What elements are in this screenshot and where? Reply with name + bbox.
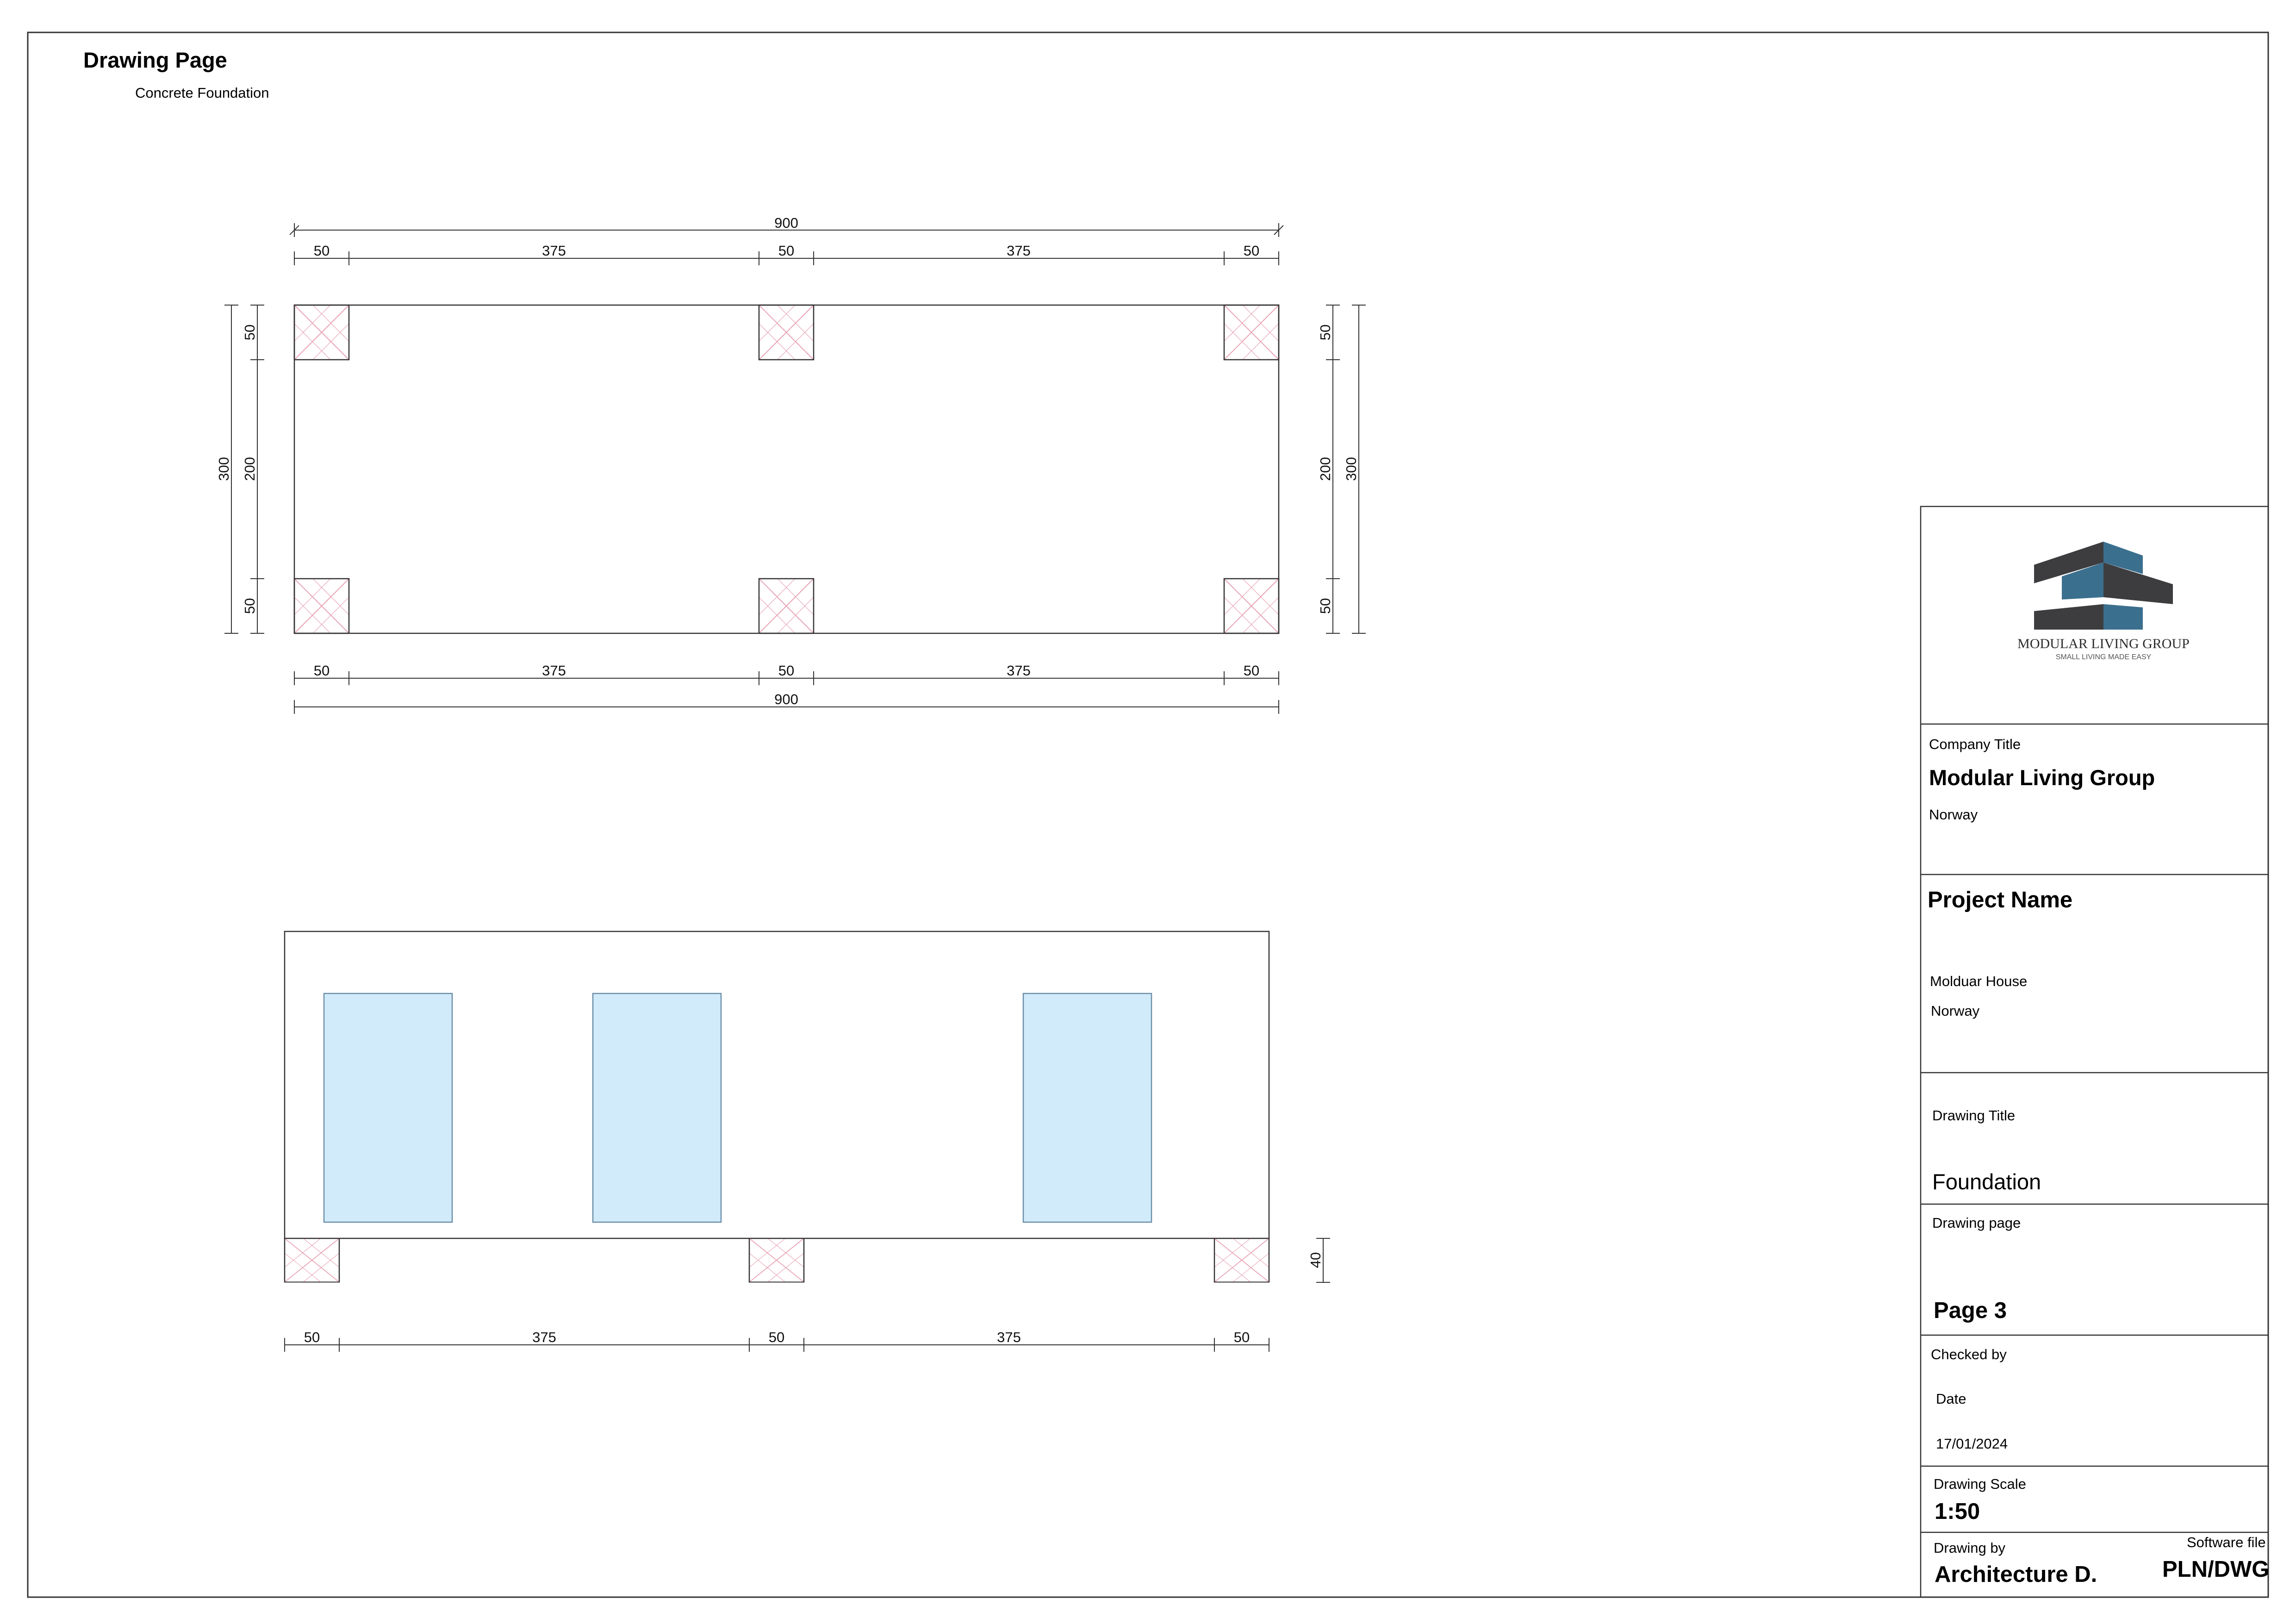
dim-elev-seg: 50 xyxy=(1234,1329,1250,1345)
pier xyxy=(1223,304,1280,361)
pier xyxy=(1223,578,1280,634)
pier xyxy=(758,304,815,361)
drawing-page: Page 3 xyxy=(1934,1298,2007,1323)
foundation-outline xyxy=(293,304,1280,634)
drawing-by: Architecture D. xyxy=(1935,1562,2097,1587)
dim-elev-seg: 375 xyxy=(997,1329,1021,1345)
dim-right-seg: 50 xyxy=(1317,325,1333,340)
drawing-title: Foundation xyxy=(1932,1169,2041,1194)
project-name: Molduar House xyxy=(1930,973,2028,989)
page-subtitle: Concrete Foundation xyxy=(135,85,269,101)
drawing-scale-label: Drawing Scale xyxy=(1934,1476,2026,1492)
logo-wordmark: MODULAR LIVING GROUP xyxy=(2017,636,2190,651)
window xyxy=(323,993,453,1223)
dim-right-total: 300 xyxy=(1343,457,1359,481)
elevation-dimension-labels: 40 50 375 50 375 50 xyxy=(304,1252,1324,1345)
page-title: Drawing Page xyxy=(83,48,227,72)
company-location: Norway xyxy=(1929,806,1978,823)
project-name-label: Project Name xyxy=(1928,887,2073,912)
plan-dimension-labels: 900 50 375 50 375 50 50 375 50 375 50 90… xyxy=(216,215,1359,707)
pier xyxy=(293,578,350,634)
dim-elev-seg: 50 xyxy=(769,1329,784,1345)
pier xyxy=(1213,1237,1270,1283)
company-name: Modular Living Group xyxy=(1929,765,2155,790)
dim-left-seg: 200 xyxy=(242,457,258,481)
drawing-title-label: Drawing Title xyxy=(1932,1107,2016,1124)
dim-top-seg: 50 xyxy=(1244,243,1259,259)
dim-bottom-total: 900 xyxy=(774,691,798,707)
plan-dimension-lines xyxy=(224,223,1366,714)
dim-bottom-seg: 50 xyxy=(778,662,794,679)
dim-top-seg: 50 xyxy=(314,243,330,259)
dim-elev-seg: 375 xyxy=(532,1329,556,1345)
dim-left-seg: 50 xyxy=(242,325,258,340)
dim-height: 40 xyxy=(1307,1252,1324,1268)
pier xyxy=(748,1237,805,1283)
pier xyxy=(758,578,815,634)
drawing-by-label: Drawing by xyxy=(1934,1540,2006,1556)
company-title-label: Company Title xyxy=(1929,736,2021,752)
drawing-scale: 1:50 xyxy=(1935,1499,1980,1524)
pier xyxy=(284,1237,340,1283)
elevation-dimension-lines xyxy=(284,1238,1330,1352)
dim-right-seg: 50 xyxy=(1317,598,1333,614)
dim-top-total: 900 xyxy=(774,215,798,231)
dim-bottom-seg: 375 xyxy=(1007,662,1031,679)
title-block-frame xyxy=(1920,506,2269,1598)
foundation-elevation xyxy=(284,931,1270,1283)
logo-tagline: SMALL LIVING MADE EASY xyxy=(2056,653,2152,661)
project-location: Norway xyxy=(1931,1003,1980,1019)
dim-left-total: 300 xyxy=(216,457,232,481)
dim-top-seg: 50 xyxy=(778,243,794,259)
plan-piers xyxy=(293,304,1280,634)
window xyxy=(1022,993,1152,1223)
dim-bottom-seg: 50 xyxy=(314,662,330,679)
company-logo: MODULAR LIVING GROUP SMALL LIVING MADE E… xyxy=(2017,542,2190,661)
drawing-page-label: Drawing page xyxy=(1932,1215,2021,1231)
software-file-label: Software file xyxy=(2187,1534,2266,1550)
window xyxy=(592,993,722,1223)
pier xyxy=(293,304,350,361)
dim-bottom-seg: 50 xyxy=(1244,662,1259,679)
checked-by-label: Checked by xyxy=(1931,1346,2007,1362)
dim-right-seg: 200 xyxy=(1317,457,1333,481)
dim-elev-seg: 50 xyxy=(304,1329,320,1345)
dim-bottom-seg: 375 xyxy=(542,662,566,679)
date-label: Date xyxy=(1936,1391,1966,1407)
dim-left-seg: 50 xyxy=(242,598,258,614)
foundation-plan xyxy=(293,304,1280,634)
dim-top-seg: 375 xyxy=(542,243,566,259)
date-value: 17/01/2024 xyxy=(1936,1436,2008,1452)
software-file: PLN/DWG xyxy=(2162,1557,2270,1582)
dim-top-seg: 375 xyxy=(1007,243,1031,259)
